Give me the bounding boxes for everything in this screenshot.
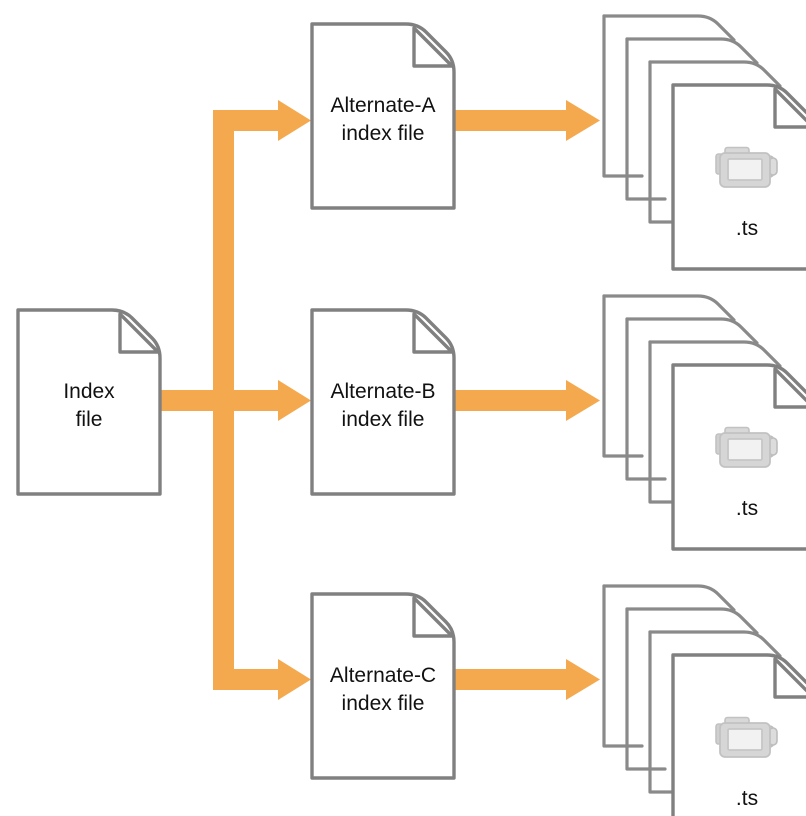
connector-trunk-to-alternate-a [213,100,311,141]
connector-alternate-a-to-segments [452,100,600,141]
connector-trunk-to-alternate-c [213,659,311,700]
connector-alternate-c-to-segments [452,659,600,700]
segments-c-label: .ts [736,787,758,810]
alternate-b-label-line2: index file [342,408,425,431]
segments-stack-a[interactable]: .ts [602,14,806,271]
alternate-b-index-file-node[interactable]: Alternate-B index file [310,308,456,496]
segments-stack-c[interactable]: .ts [602,584,806,816]
segments-b-label: .ts [736,497,758,520]
alternate-a-label-line1: Alternate-A [330,94,435,117]
alternate-a-label-line2: index file [342,122,425,145]
alternate-c-label-line1: Alternate-C [330,664,436,687]
alternate-a-index-file-node[interactable]: Alternate-A index file [310,22,456,210]
segments-stack-b[interactable]: .ts [602,294,806,551]
connector-alternate-b-to-segments [452,380,600,421]
index-file-label-line1: Index [63,380,115,403]
alternate-c-index-file-node[interactable]: Alternate-C index file [310,592,456,780]
index-file-label-line2: file [76,408,103,431]
segments-a-label: .ts [736,217,758,240]
alternate-b-label-line1: Alternate-B [330,380,435,403]
alternate-c-label-line2: index file [342,692,425,715]
connector-index-to-alternate-b [156,380,311,421]
index-file-node[interactable]: Index file [16,308,162,496]
